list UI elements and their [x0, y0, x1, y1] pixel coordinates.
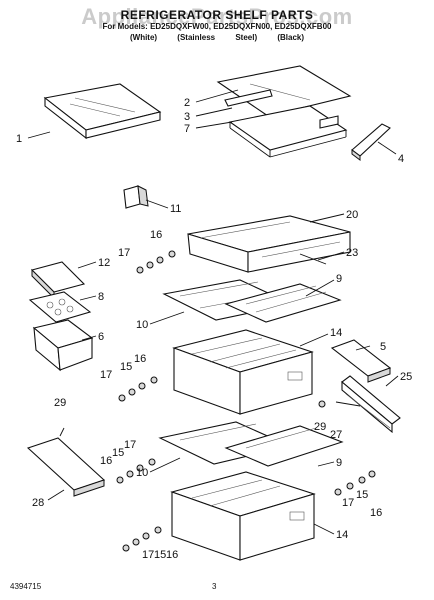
page-number: 3 [212, 582, 217, 591]
part-bracket [330, 339, 392, 383]
part-crisper-drawer-upper [172, 329, 314, 415]
callout-29b: 29 [314, 421, 326, 433]
part-crisper-pan-top [187, 215, 351, 273]
callout-12: 12 [98, 257, 110, 269]
callout-10: 10 [136, 319, 148, 331]
callout-28: 28 [32, 497, 44, 509]
model-colors: (White) (Stainless Steel) (Black) [129, 33, 305, 42]
callout-3: 3 [184, 111, 190, 123]
callout-15b: 15 [112, 447, 124, 459]
callout-7: 7 [184, 123, 190, 135]
callout-8: 8 [98, 291, 104, 303]
callout-23: 23 [346, 247, 358, 259]
callout-10b: 10 [136, 467, 148, 479]
part-crisper-drawer-lower [170, 471, 316, 561]
callout-27: 27 [330, 429, 342, 441]
callout-17c: 17 [124, 439, 136, 451]
callout-17e: 17 [142, 549, 154, 561]
part-rail [335, 375, 401, 434]
part-rod [299, 253, 327, 265]
diagram-header: REFRIGERATOR SHELF PARTS For Models: ED2… [0, 8, 434, 43]
callout-14b: 14 [336, 529, 348, 541]
part-bracket-lower [26, 427, 106, 497]
callout-25: 25 [400, 371, 412, 383]
callout-16c: 16 [100, 455, 112, 467]
callout-6: 6 [98, 331, 104, 343]
callout-11: 11 [170, 203, 181, 215]
callout-9: 9 [336, 273, 342, 285]
callout-14: 14 [330, 327, 342, 339]
callout-9b: 9 [336, 457, 342, 469]
model-numbers: For Models: ED25DQXFW00, ED25DQXFN00, ED… [102, 22, 332, 31]
callout-4: 4 [398, 153, 404, 165]
part-crisper-frame-lower [224, 425, 344, 467]
callout-16d: 16 [370, 507, 382, 519]
callout-15d: 15 [154, 549, 166, 561]
part-screws [116, 250, 376, 552]
callout-17b: 17 [100, 369, 112, 381]
callout-17d: 17 [342, 497, 354, 509]
callout-16: 16 [150, 229, 162, 241]
part-dairy-lid [30, 261, 86, 300]
callout-2: 2 [184, 97, 190, 109]
callout-1: 1 [16, 133, 22, 145]
part-crisper-frame-top [224, 283, 342, 323]
document-number: 4394715 [10, 582, 42, 591]
callout-15: 15 [120, 361, 132, 373]
part-shelf-assembly [216, 65, 352, 158]
callout-29: 29 [54, 397, 66, 409]
callout-5: 5 [380, 341, 386, 353]
diagram-title: REFRIGERATOR SHELF PARTS [120, 8, 314, 22]
part-egg-tray [28, 291, 92, 323]
callout-16b: 16 [134, 353, 146, 365]
callout-17: 17 [118, 247, 130, 259]
callout-15c: 15 [356, 489, 368, 501]
leader-lines [27, 89, 399, 535]
callout-20: 20 [346, 209, 358, 221]
part-trim [351, 123, 391, 161]
part-clip [123, 185, 149, 209]
part-glass-shelf [43, 83, 162, 140]
watermark: AppliancePartsPros.com [81, 4, 353, 29]
callout-labels: 1 2 3 7 4 11 20 16 17 23 12 9 8 10 6 14 … [16, 97, 412, 561]
callout-16e: 16 [166, 549, 178, 561]
part-dairy-bin [32, 319, 94, 372]
